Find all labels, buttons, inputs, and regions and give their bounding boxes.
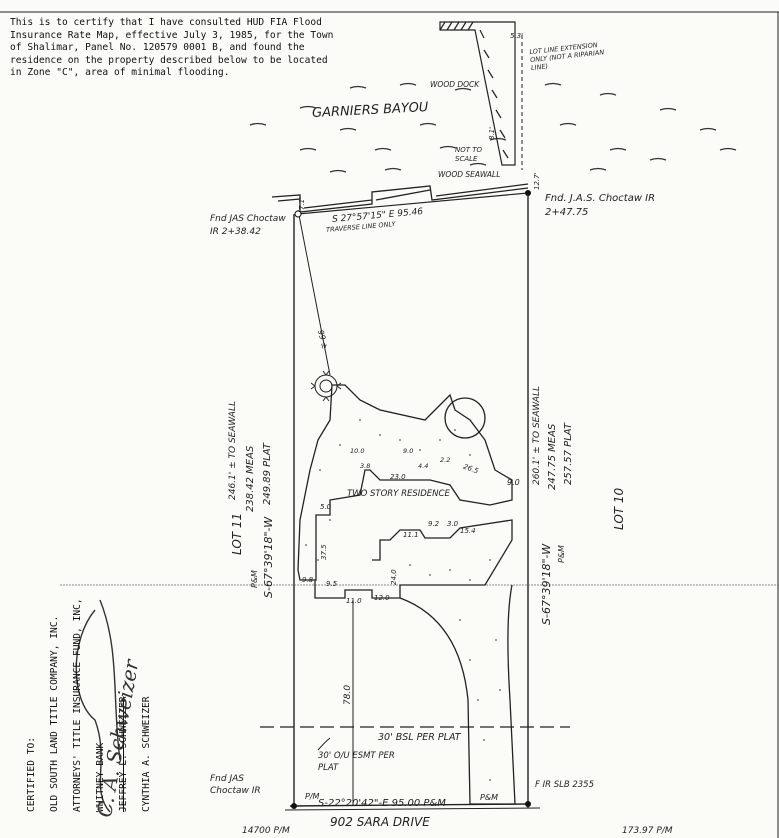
diagonal-tie-line (297, 209, 331, 376)
signature-stroke (75, 599, 121, 813)
easement-leader (317, 737, 331, 751)
nw-corner-marker (294, 210, 302, 218)
dim-2-2: 2.2 (440, 456, 451, 464)
wood-seawall (271, 183, 529, 213)
street-edge (284, 807, 541, 811)
street-pm-right: P&M (480, 793, 498, 802)
dim-11-1: 11.1 (403, 531, 419, 539)
certified-party: OLD SOUTH LAND TITLE COMPANY, INC. (48, 615, 60, 812)
fountain-rosette (310, 370, 342, 402)
west-pm: P&M (250, 570, 259, 588)
dim-3-0: 3.0 (447, 520, 459, 528)
dim-9-0: 9.0 (507, 478, 520, 487)
se-corner-marker (525, 801, 531, 807)
dim-5-0: 5.0 (320, 503, 332, 511)
dim-23: 23.0 (390, 473, 406, 481)
street-name: 902 SARA DRIVE (330, 815, 430, 829)
west-plat-dist: 249.89 PLAT (262, 443, 273, 505)
dim-71: 7.1' (298, 196, 306, 210)
residence-footprint (297, 384, 513, 599)
se-corner-label: F IR SLB 2355 (535, 780, 595, 790)
east-bearing: S-67°39'18"-W (540, 543, 553, 625)
easement-label: 30' O/U ESMT PER PLAT (318, 751, 395, 773)
certified-to-block: CERTIFIED TO: OLD SOUTH LAND TITLE COMPA… (14, 552, 164, 812)
dim-11-0: 11.0 (346, 597, 362, 605)
left-station: 14700 P/M (242, 826, 290, 836)
dim-9-0b: 9.0 (403, 447, 414, 455)
wood-seawall-label: WOOD SEAWALL (438, 170, 501, 179)
dock-dim-53: 5.3' (510, 32, 524, 40)
dim-15-4: 15.4 (460, 527, 476, 535)
dim-3-8: 3.8 (360, 462, 371, 470)
concrete-texture (305, 419, 501, 781)
sw-corner-label: Fnd JAS Choctaw IR (210, 774, 261, 796)
flood-certification-note: This is to certify that I have consulted… (10, 17, 334, 78)
dim-9-2: 9.2 (428, 520, 440, 528)
dim-12-0: 12.0 (374, 594, 390, 602)
dim-24-0: 24.0 (390, 569, 398, 585)
patio-circle (444, 397, 486, 439)
south-bearing: S-22°20'42"-E 95.00 P&M (318, 798, 446, 809)
west-meas-dist: 238.42 MEAS (245, 445, 256, 512)
residence-label: TWO STORY RESIDENCE (347, 489, 450, 499)
dim-37-5: 37.5 (320, 544, 328, 560)
bayou-water-marks (249, 82, 737, 173)
west-seawall-dist: 246.1' ± TO SEAWALL (228, 401, 238, 500)
east-seawall-dist: 260.1' ± TO SEAWALL (532, 386, 542, 485)
dock-dim-81: 8.1' (488, 126, 496, 140)
ne-corner-marker (525, 190, 531, 196)
east-pm: P&M (557, 545, 566, 563)
certified-party: CYNTHIA A. SCHWEIZER (140, 696, 152, 812)
not-to-scale-label: NOT TO SCALE (455, 146, 483, 163)
wood-dock-label: WOOD DOCK (430, 80, 480, 89)
right-station: 173.97 P/M (622, 826, 673, 836)
dim-9-5: 9.5 (326, 580, 338, 588)
dim-127: 12.7' (533, 172, 541, 190)
dim-9-8: 9.8 (302, 576, 314, 584)
lot-11-label: LOT 11 (230, 512, 244, 555)
east-plat-dist: 257.57 PLAT (563, 423, 574, 485)
north-property-line (297, 192, 529, 215)
east-meas-dist: 247.75 MEAS (547, 423, 558, 490)
bsl-label: 30' BSL PER PLAT (378, 732, 461, 743)
certified-to-heading: CERTIFIED TO: (25, 736, 37, 812)
depth-78: 78.0 (343, 684, 353, 705)
nw-corner-label: Fnd JAS Choctaw IR 2+38.42 (210, 214, 286, 237)
pm-mark: P/M (305, 792, 320, 801)
wood-dock (439, 21, 516, 166)
ne-corner-label: Fnd. J.A.S. Choctaw IR 2+47.75 (545, 193, 656, 218)
west-bearing: S-67°39'18"-W (262, 516, 275, 598)
dim-10-0: 10.0 (350, 447, 365, 455)
driveway (399, 584, 516, 805)
sw-corner-marker (291, 803, 297, 809)
dim-4-4: 4.4 (418, 462, 429, 470)
certified-party: ATTORNEYS' TITLE INSURANCE FUND, INC, (71, 598, 83, 812)
lot-10-label: LOT 10 (612, 487, 626, 530)
